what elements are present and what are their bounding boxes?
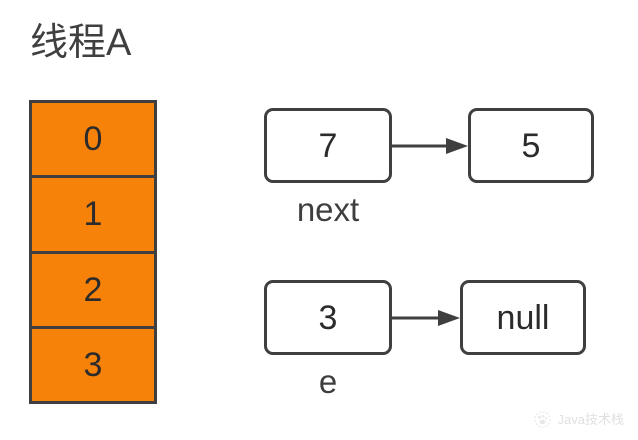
stack-cell-label: 2 xyxy=(83,270,103,309)
node-box-target: null xyxy=(460,280,586,355)
paw-logo-icon xyxy=(533,411,551,428)
node-value: 3 xyxy=(318,298,338,337)
pointer-label-e: e xyxy=(318,363,338,400)
node-value: 7 xyxy=(318,126,338,165)
pointer-label-next: next xyxy=(296,191,360,228)
stack-cell-label: 3 xyxy=(83,345,103,384)
stack-cell: 3 xyxy=(32,329,154,401)
stack-cell: 0 xyxy=(32,103,154,179)
thread-stack-column: 0 1 2 3 xyxy=(29,100,157,404)
stack-cell: 2 xyxy=(32,254,154,329)
node-box-target: 5 xyxy=(468,108,594,183)
stack-cell-label: 0 xyxy=(83,120,103,159)
watermark: Java技术栈 xyxy=(533,411,624,428)
node-value: 5 xyxy=(521,126,541,165)
page-title: 线程A xyxy=(30,22,132,64)
node-box-source: 7 xyxy=(264,108,392,183)
watermark-text: Java技术栈 xyxy=(557,411,624,427)
node-value: null xyxy=(496,298,550,337)
arrow-right-icon xyxy=(392,136,468,156)
node-box-source: 3 xyxy=(264,280,392,355)
stack-cell: 1 xyxy=(32,178,154,254)
stack-cell-label: 1 xyxy=(83,195,103,234)
arrow-right-icon xyxy=(392,308,460,328)
